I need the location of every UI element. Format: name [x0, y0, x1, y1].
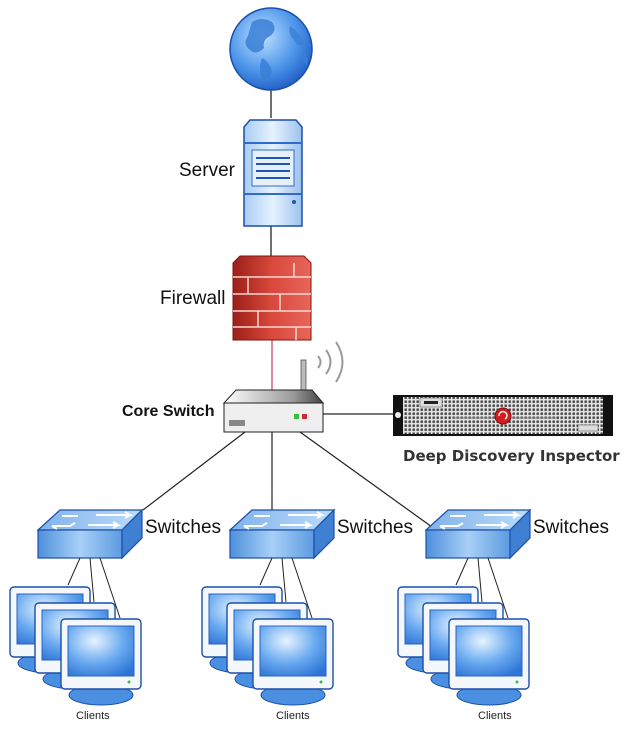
monitor-icon — [60, 618, 142, 706]
monitor-icon — [448, 618, 530, 706]
server-label: Server — [179, 160, 235, 181]
switch-label-3: Switches — [533, 517, 610, 538]
link-coreswitch-switch3 — [299, 431, 433, 528]
link-coreswitch-switch1 — [142, 431, 246, 511]
clients-label-3: Clients — [478, 710, 512, 722]
links — [142, 88, 433, 528]
globe-icon — [229, 7, 313, 91]
network-switch-icon — [36, 508, 144, 619]
clients-label-1: Clients — [76, 710, 110, 722]
firewall-label: Firewall — [160, 288, 226, 309]
client-group-2 — [201, 586, 334, 706]
switch-label-2: Switches — [337, 517, 414, 538]
client-group-3 — [397, 586, 530, 706]
firewall-icon — [232, 255, 312, 341]
ddi-label: Deep Discovery Inspector — [403, 447, 620, 465]
ddi-appliance-icon — [393, 395, 613, 436]
network-switch-icon — [228, 508, 336, 619]
monitor-icon — [252, 618, 334, 706]
client-group-1 — [9, 586, 142, 706]
server-icon — [243, 119, 303, 227]
core-switch-icon — [222, 359, 325, 433]
clients-label-2: Clients — [276, 710, 310, 722]
network-switch-icon — [424, 508, 532, 619]
core-switch-label: Core Switch — [122, 403, 215, 420]
wireless-signal-icon — [317, 341, 344, 383]
switch-label-1: Switches — [145, 517, 222, 538]
